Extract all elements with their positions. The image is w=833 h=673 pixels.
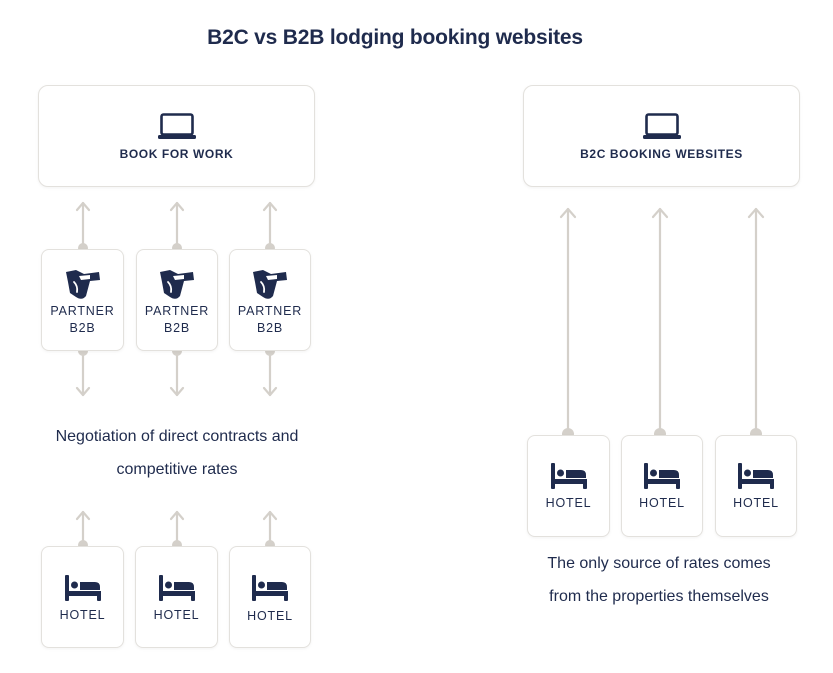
bed-icon xyxy=(738,463,774,489)
partner-label-line2: B2B xyxy=(69,321,96,335)
bed-icon xyxy=(64,575,101,601)
arrow-partner-2-to-top xyxy=(169,201,185,250)
arrow-b2c-hotel-3-to-top xyxy=(747,207,765,436)
handshake-icon xyxy=(65,270,100,299)
b2c-booking-websites-label: B2C BOOKING WEBSITES xyxy=(580,147,743,161)
hotel-card: HOTEL xyxy=(621,435,703,537)
arrow-partner-1-to-top xyxy=(75,201,91,250)
bed-icon xyxy=(158,575,195,601)
hotel-card: HOTEL xyxy=(715,435,797,537)
hotel-card: HOTEL xyxy=(135,546,218,648)
diagram-title: B2C vs B2B lodging booking websites xyxy=(207,26,583,49)
b2b-caption: Negotiation of direct contracts and comp… xyxy=(30,420,324,486)
b2c-caption-line2: from the properties themselves xyxy=(549,588,769,605)
hotel-label: HOTEL xyxy=(247,609,293,623)
book-for-work-label: BOOK FOR WORK xyxy=(119,147,234,161)
b2c-caption: The only source of rates comes from the … xyxy=(520,547,798,613)
hotel-label: HOTEL xyxy=(639,496,685,510)
handshake-icon xyxy=(160,270,194,299)
partner-label-line1: PARTNER xyxy=(50,304,115,318)
arrow-hotel-3-up xyxy=(262,510,278,547)
b2c-booking-websites-card: B2C BOOKING WEBSITES xyxy=(523,85,800,187)
partner-label-line1: PARTNER xyxy=(144,304,210,318)
laptop-icon xyxy=(157,113,196,139)
bed-icon xyxy=(644,463,680,489)
hotel-card: HOTEL xyxy=(527,435,610,537)
laptop-icon xyxy=(642,113,681,139)
arrow-b2c-hotel-1-to-top xyxy=(559,207,577,436)
arrow-b2c-hotel-2-to-top xyxy=(651,207,669,436)
arrow-partner-2-down xyxy=(169,349,185,397)
partner-card: PARTNER B2B xyxy=(136,249,218,351)
hotel-label: HOTEL xyxy=(545,496,592,510)
b2b-caption-line2: competitive rates xyxy=(116,461,238,478)
handshake-icon xyxy=(253,270,287,299)
arrow-hotel-1-up xyxy=(75,510,91,547)
arrow-partner-3-to-top xyxy=(262,201,278,250)
hotel-card: HOTEL xyxy=(41,546,124,648)
bed-icon xyxy=(550,463,587,489)
hotel-label: HOTEL xyxy=(733,496,779,510)
partner-card: PARTNER B2B xyxy=(229,249,311,351)
b2b-caption-line1: Negotiation of direct contracts and xyxy=(55,428,299,445)
hotel-card: HOTEL xyxy=(229,546,311,648)
book-for-work-card: BOOK FOR WORK xyxy=(38,85,315,187)
b2c-caption-line1: The only source of rates comes xyxy=(547,555,771,572)
arrow-hotel-2-up xyxy=(169,510,185,547)
hotel-label: HOTEL xyxy=(59,608,106,622)
partner-card: PARTNER B2B xyxy=(41,249,124,351)
bed-icon xyxy=(252,575,288,601)
partner-label-line2: B2B xyxy=(256,321,284,335)
partner-label-line2: B2B xyxy=(163,321,191,335)
partner-label-line1: PARTNER xyxy=(237,304,303,318)
arrow-partner-1-down xyxy=(75,349,91,397)
arrow-partner-3-down xyxy=(262,349,278,397)
hotel-label: HOTEL xyxy=(153,608,200,622)
